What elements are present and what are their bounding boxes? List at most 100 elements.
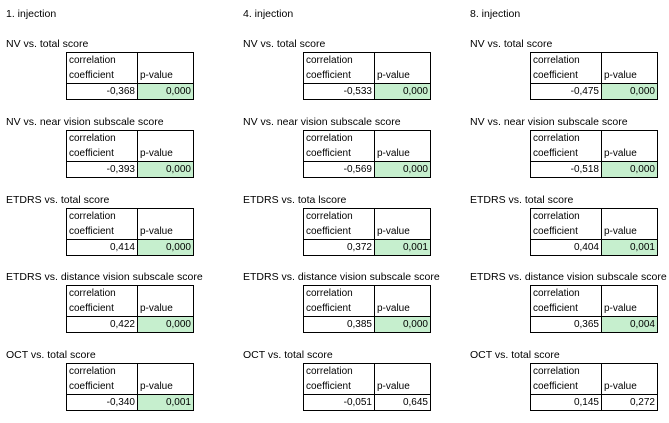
pvalue-label: p-value: [374, 301, 431, 317]
section-title: ETDRS vs. distance vision subscale score: [243, 271, 440, 283]
header-empty-cell: [374, 208, 431, 224]
correlation-label-line2: coefficient: [303, 68, 375, 84]
correlation-label-line1: correlation: [66, 52, 138, 68]
header-empty-cell: [601, 208, 658, 224]
correlation-label-line1: correlation: [303, 52, 375, 68]
column-title: 8. injection: [470, 8, 521, 20]
pvalue-label: p-value: [374, 146, 431, 162]
pvalue-label: p-value: [137, 68, 194, 84]
coefficient-value: 0,404: [530, 239, 602, 256]
section-title: NV vs. near vision subscale score: [470, 116, 628, 128]
coefficient-value: 0,422: [66, 316, 138, 333]
section-title: NV vs. total score: [6, 38, 89, 50]
table-header-row: correlation: [66, 130, 194, 146]
table-header-row: correlation: [530, 52, 658, 68]
header-empty-cell: [601, 285, 658, 301]
coefficient-value: 0,145: [530, 394, 602, 411]
correlation-label-line2: coefficient: [66, 224, 138, 240]
pvalue-label: p-value: [601, 68, 658, 84]
coefficient-value: 0,414: [66, 239, 138, 256]
correlation-label-line2: coefficient: [66, 379, 138, 395]
correlation-label-line2: coefficient: [66, 301, 138, 317]
pvalue-label: p-value: [601, 146, 658, 162]
section-title: ETDRS vs. distance vision subscale score: [6, 271, 203, 283]
correlation-label-line2: coefficient: [303, 301, 375, 317]
correlation-label-line1: correlation: [303, 208, 375, 224]
correlation-label-line2: coefficient: [530, 224, 602, 240]
pvalue-label: p-value: [137, 301, 194, 317]
header-empty-cell: [601, 52, 658, 68]
table-header-row: correlation: [303, 285, 431, 301]
pvalue-value: 0,004: [601, 316, 658, 333]
coefficient-value: -0,518: [530, 161, 602, 178]
coefficient-value: -0,368: [66, 83, 138, 100]
coefficient-value: -0,393: [66, 161, 138, 178]
correlation-label-line2: coefficient: [530, 68, 602, 84]
section-title: NV vs. near vision subscale score: [243, 116, 401, 128]
header-empty-cell: [601, 130, 658, 146]
correlation-label-line1: correlation: [303, 130, 375, 146]
section-title: ETDRS vs. total score: [6, 194, 110, 206]
section-title: ETDRS vs. total score: [470, 194, 574, 206]
pvalue-value: 0,000: [601, 83, 658, 100]
correlation-label-line1: correlation: [530, 208, 602, 224]
correlation-label-line2: coefficient: [530, 301, 602, 317]
correlation-label-line2: coefficient: [303, 379, 375, 395]
header-empty-cell: [137, 130, 194, 146]
table-header-row: correlation: [303, 130, 431, 146]
pvalue-label: p-value: [137, 379, 194, 395]
header-empty-cell: [137, 52, 194, 68]
coefficient-value: -0,569: [303, 161, 375, 178]
correlation-label-line1: correlation: [530, 130, 602, 146]
correlation-label-line2: coefficient: [66, 146, 138, 162]
table-header-row: correlation: [530, 285, 658, 301]
section-title: OCT vs. total score: [6, 349, 96, 361]
pvalue-label: p-value: [374, 224, 431, 240]
pvalue-label: p-value: [374, 379, 431, 395]
coefficient-value: 0,385: [303, 316, 375, 333]
pvalue-value: 0,001: [601, 239, 658, 256]
pvalue-label: p-value: [601, 301, 658, 317]
table-header-row: correlation: [66, 285, 194, 301]
pvalue-value: 0,000: [137, 161, 194, 178]
coefficient-value: -0,475: [530, 83, 602, 100]
header-empty-cell: [137, 208, 194, 224]
correlation-label-line1: correlation: [66, 130, 138, 146]
table-header-row: correlation: [530, 208, 658, 224]
table-header-row: correlation: [530, 363, 658, 379]
pvalue-label: p-value: [137, 224, 194, 240]
correlation-label-line1: correlation: [530, 363, 602, 379]
correlation-label-line1: correlation: [530, 285, 602, 301]
correlation-label-line1: correlation: [303, 285, 375, 301]
correlation-label-line2: coefficient: [303, 146, 375, 162]
pvalue-label: p-value: [137, 146, 194, 162]
pvalue-label: p-value: [601, 379, 658, 395]
